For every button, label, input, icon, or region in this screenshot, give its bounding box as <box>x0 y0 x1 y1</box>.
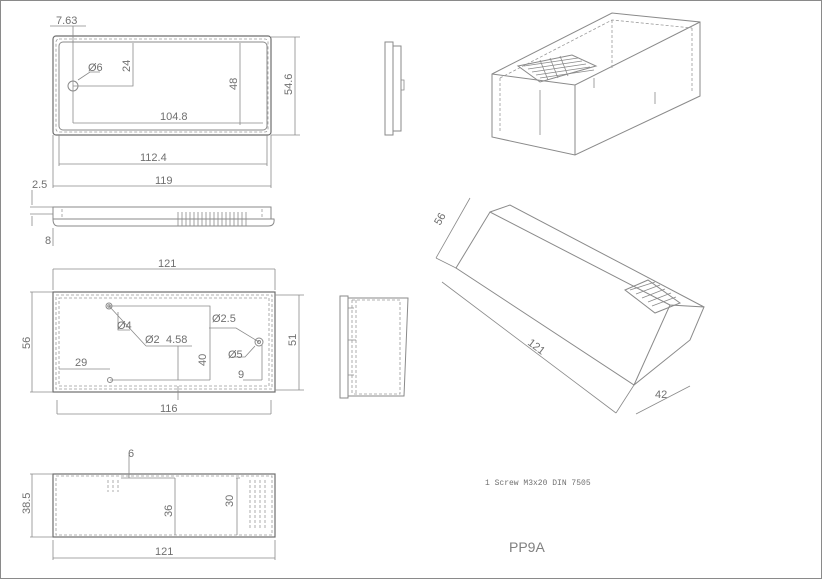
dim-29: 29 <box>75 357 87 369</box>
dim-121-front: 121 <box>155 546 173 558</box>
base-top-view: 121 56 Ø4 Ø2 4.58 40 Ø2.5 Ø5 51 29 9 116 <box>21 258 304 415</box>
dim-7-63: 7.63 <box>56 15 77 27</box>
dim-116: 116 <box>160 403 178 415</box>
dim-hole-6: Ø6 <box>88 62 103 74</box>
dim-54-6: 54.6 <box>283 74 295 95</box>
lid-side-view: 2.5 8 <box>30 179 275 247</box>
dim-36: 36 <box>163 505 175 517</box>
dim-iso-121: 121 <box>525 337 547 358</box>
dim-104-8: 104.8 <box>160 111 188 123</box>
dim-9: 9 <box>238 369 244 381</box>
dim-hole-4: Ø4 <box>117 320 132 332</box>
dim-2-5: 2.5 <box>32 179 47 191</box>
dim-24: 24 <box>121 60 133 72</box>
dim-8: 8 <box>45 235 51 247</box>
base-end-view <box>339 295 409 399</box>
dim-hole-5: Ø5 <box>228 349 243 361</box>
dim-6: 6 <box>128 448 134 460</box>
dim-hole-2: Ø2 <box>145 334 160 346</box>
dim-48: 48 <box>228 78 240 90</box>
dim-hole-2-5: Ø2.5 <box>212 313 236 325</box>
drawing-title: PP9A <box>509 539 545 555</box>
dim-121-top: 121 <box>158 258 176 270</box>
lid-end-profile <box>384 41 405 136</box>
dim-38-5: 38.5 <box>21 493 33 514</box>
isometric-view-base: 56 121 42 <box>432 197 705 415</box>
base-front-view: 6 38.5 36 30 121 <box>21 448 276 560</box>
dim-4-58: 4.58 <box>166 334 187 346</box>
isometric-view-assembled <box>491 12 701 156</box>
dim-40: 40 <box>197 354 209 366</box>
dim-112-4: 112.4 <box>140 152 167 164</box>
dim-30: 30 <box>224 495 236 507</box>
dim-119: 119 <box>155 175 173 187</box>
dim-56: 56 <box>21 337 33 349</box>
dim-51: 51 <box>287 334 299 346</box>
dim-iso-56: 56 <box>432 211 449 228</box>
screw-note: 1 Screw M3x20 DIN 7505 <box>485 479 591 488</box>
dim-iso-42: 42 <box>655 389 667 401</box>
lid-top-view: 7.63 Ø6 24 48 104.8 54.6 112.4 119 <box>50 15 300 188</box>
